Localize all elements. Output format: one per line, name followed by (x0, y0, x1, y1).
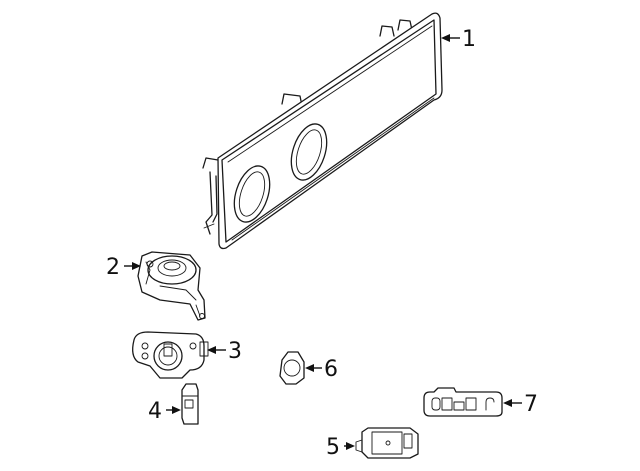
callout-3-label: 3 (228, 339, 242, 364)
callout-6-label: 6 (324, 357, 338, 382)
callout-2-label: 2 (106, 255, 120, 280)
part-1-bezel-panel (202, 12, 443, 250)
part-4-small-switch (181, 383, 199, 425)
part-2-switch-housing (137, 251, 206, 321)
callout-2: 2 (106, 255, 141, 280)
callout-7: 7 (503, 392, 538, 417)
callout-7-label: 7 (524, 392, 538, 417)
callout-4: 4 (148, 399, 181, 424)
callout-6: 6 (305, 357, 338, 382)
part-5-connector-module (355, 427, 419, 459)
callout-1: 1 (441, 27, 476, 52)
callout-5-label: 5 (326, 435, 340, 460)
part-3-headlamp-switch (132, 331, 209, 379)
part-6-round-knob (279, 351, 305, 385)
callout-3: 3 (207, 339, 242, 364)
callout-4-label: 4 (148, 399, 162, 424)
callout-1-label: 1 (462, 27, 476, 52)
callout-5: 5 (326, 435, 355, 460)
part-7-control-panel (423, 387, 503, 417)
